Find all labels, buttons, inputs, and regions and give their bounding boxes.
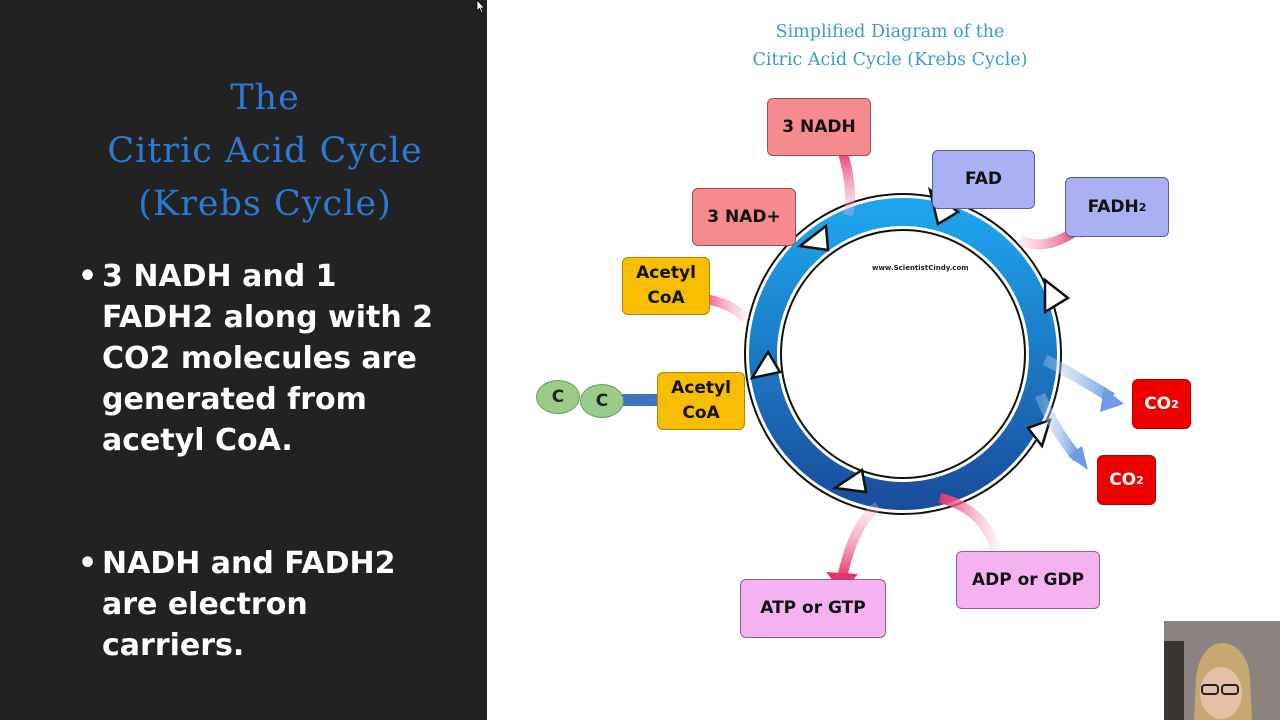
diagram-title-line: Citric Acid Cycle (Krebs Cycle) bbox=[752, 50, 1028, 70]
bullet-item: • 3 NADH and 1 FADH2 along with 2 CO2 mo… bbox=[78, 256, 458, 461]
diagram-title-line: Simplified Diagram of the bbox=[775, 22, 1005, 42]
slide-title-line: Citric Acid Cycle bbox=[107, 131, 423, 171]
bullet-text: 3 NADH and 1 FADH2 along with 2 CO2 mole… bbox=[102, 259, 434, 458]
fadh2-label: FADH bbox=[1087, 196, 1139, 217]
bullet-text: NADH and FADH2 are electron carriers. bbox=[102, 546, 396, 663]
bullet-list: • 3 NADH and 1 FADH2 along with 2 CO2 mo… bbox=[78, 256, 458, 666]
webcam-video bbox=[1164, 621, 1280, 720]
nadh-arrow bbox=[837, 148, 855, 217]
bullet-dot-icon: • bbox=[78, 259, 98, 294]
fad-box: FAD bbox=[932, 150, 1035, 209]
bullet-item: • NADH and FADH2 are electron carriers. bbox=[78, 543, 458, 666]
watermark-text: www.ScientistCindy.com bbox=[872, 264, 969, 272]
nadh-box: 3 NADH bbox=[767, 98, 871, 156]
mouse-cursor-icon bbox=[476, 0, 486, 14]
slide-title: The Citric Acid Cycle (Krebs Cycle) bbox=[40, 72, 490, 231]
carbon-circle: C bbox=[536, 380, 580, 414]
adp-arrow bbox=[938, 493, 1000, 552]
acetyl-coa-output-box: Acetyl CoA bbox=[622, 257, 710, 315]
carbon-circle: C bbox=[580, 384, 624, 418]
slide-title-line: The bbox=[230, 78, 300, 118]
co2-label: CO bbox=[1144, 393, 1172, 414]
bullet-dot-icon: • bbox=[78, 546, 98, 581]
acetyl-coa-input-box: Acetyl CoA bbox=[657, 372, 745, 430]
adp-gdp-box: ADP or GDP bbox=[956, 551, 1100, 609]
slide-left-panel: The Citric Acid Cycle (Krebs Cycle) • 3 … bbox=[0, 0, 487, 720]
co2-label: CO bbox=[1109, 469, 1137, 490]
carbon-connector bbox=[620, 394, 660, 406]
atp-gtp-box: ATP or GTP bbox=[740, 579, 886, 638]
slide-title-line: (Krebs Cycle) bbox=[138, 184, 392, 224]
nad-plus-box: 3 NAD+ bbox=[692, 188, 796, 246]
fadh2-subscript: 2 bbox=[1138, 200, 1147, 214]
atp-arrow bbox=[837, 501, 882, 580]
co2-arrow bbox=[1042, 355, 1115, 403]
diagram-title: Simplified Diagram of the Citric Acid Cy… bbox=[720, 18, 1060, 74]
co2-subscript: 2 bbox=[1136, 473, 1144, 487]
co2-subscript: 2 bbox=[1171, 397, 1179, 411]
cycle-ring bbox=[749, 198, 1057, 510]
